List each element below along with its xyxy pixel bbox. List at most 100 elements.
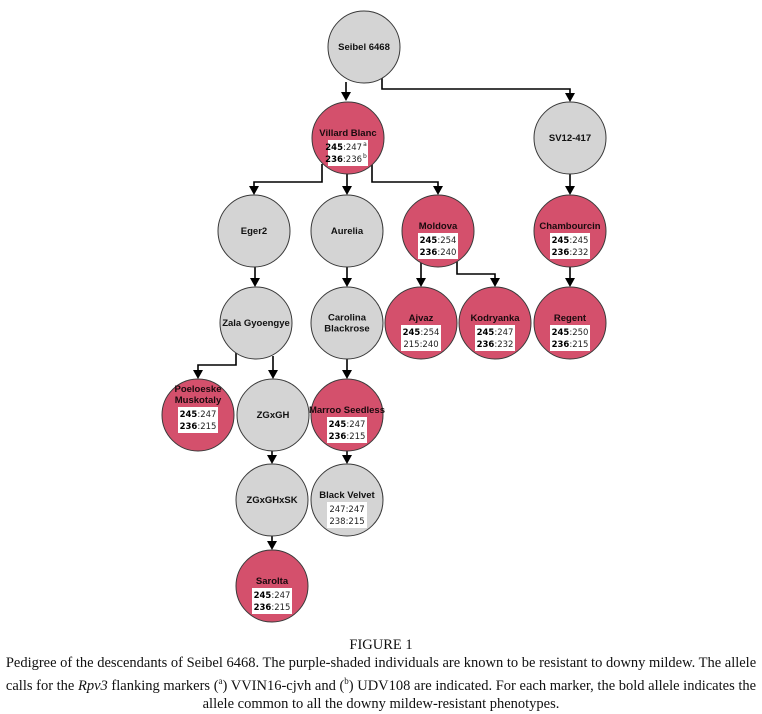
- edge-zala-to-zgxgh: [268, 356, 278, 379]
- allele-call: 247:247: [329, 505, 364, 515]
- bold-allele: 245: [420, 236, 438, 246]
- allele-call: 245:254: [403, 328, 440, 338]
- figure-description: Pedigree of the descendants of Seibel 64…: [0, 654, 762, 713]
- allele-call: 245:245: [552, 236, 589, 246]
- bold-allele: 236: [552, 340, 570, 350]
- allele-rest: :232: [569, 248, 588, 258]
- edge-carolina-to-marroo: [342, 359, 352, 379]
- node-name: Marroo Seedless: [309, 405, 385, 416]
- arrow-down-icon: [250, 278, 260, 287]
- bold-allele: 245: [180, 410, 198, 420]
- node-name: SV12-417: [549, 133, 591, 144]
- edge-villard-to-eger2: [249, 164, 323, 195]
- allele-box: [418, 233, 458, 259]
- edge-line: [381, 78, 571, 95]
- arrow-down-icon: [342, 455, 352, 464]
- edges-layer: [193, 78, 575, 550]
- allele-call: 245:254: [420, 236, 457, 246]
- bold-allele: 245: [254, 591, 272, 601]
- edge-line: [371, 164, 439, 188]
- arrow-down-icon: [249, 186, 259, 195]
- node-name: ZGxGHxSK: [246, 495, 297, 506]
- node-name: Ajvaz: [409, 313, 434, 324]
- edge-line: [197, 353, 237, 372]
- allele-rest: :215: [197, 422, 216, 432]
- node-regent: Regent 245:250 236:215: [533, 286, 607, 360]
- allele-rest: :254: [420, 328, 439, 338]
- allele-box: [327, 502, 367, 528]
- allele-call: 245:250: [552, 328, 589, 338]
- allele-call: 236:236b: [325, 153, 367, 165]
- edge-line: [456, 259, 496, 280]
- arrow-down-icon: [267, 455, 277, 464]
- allele-call: 236:215: [552, 340, 589, 350]
- bold-allele: 245: [403, 328, 421, 338]
- node-name: Chambourcin: [539, 221, 600, 232]
- node-seibel: Seibel 6468: [327, 10, 401, 84]
- allele-rest: 215:240: [403, 340, 438, 350]
- bold-allele: 236: [329, 432, 347, 442]
- edge-zala-to-poeloeske: [193, 353, 237, 379]
- arrow-down-icon: [433, 186, 443, 195]
- allele-call: 236:232: [552, 248, 589, 258]
- allele-rest: :240: [437, 248, 456, 258]
- edge-marroo-to-blackvelvet: [342, 451, 352, 464]
- allele-rest: :232: [494, 340, 513, 350]
- allele-rest: :215: [271, 603, 290, 613]
- allele-box: [252, 588, 292, 614]
- node-circle: [310, 286, 384, 360]
- node-zala: Zala Gyoengye: [219, 286, 293, 360]
- bold-allele: 236: [325, 155, 343, 165]
- node-eger2: Eger2: [217, 194, 291, 268]
- allele-box: [178, 407, 218, 433]
- allele-rest: :247: [343, 143, 362, 153]
- node-circle: [235, 463, 309, 537]
- edge-villard-to-aurelia: [342, 174, 352, 195]
- bold-allele: 236: [180, 422, 198, 432]
- arrow-down-icon: [341, 92, 351, 101]
- arrow-down-icon: [416, 278, 426, 287]
- caption-text-4: ) UDV108 are indicated. For each marker,…: [202, 677, 757, 712]
- node-name: Regent: [554, 313, 587, 324]
- allele-rest: :215: [569, 340, 588, 350]
- node-name: ZGxGH: [257, 410, 290, 421]
- allele-call: 245:247: [180, 410, 217, 420]
- node-circle: [219, 286, 293, 360]
- allele-call: 236:232: [477, 340, 514, 350]
- allele-call: 245:247: [329, 420, 366, 430]
- allele-call: 215:240: [403, 340, 438, 350]
- bold-allele: 245: [325, 143, 343, 153]
- caption-sup-b: b: [344, 676, 349, 686]
- allele-call: 236:215: [254, 603, 291, 613]
- node-name: Eger2: [241, 226, 267, 237]
- bold-allele: 236: [552, 248, 570, 258]
- bold-allele: 245: [329, 420, 347, 430]
- edge-zgxghxsk-to-sarolta: [267, 536, 277, 550]
- node-name: Aurelia: [331, 226, 364, 237]
- node-circle: [533, 101, 607, 175]
- node-name: Seibel 6468: [338, 42, 390, 53]
- allele-rest: :236: [343, 155, 362, 165]
- arrow-down-icon: [565, 186, 575, 195]
- edge-moldova-to-kodryanka: [456, 259, 500, 287]
- allele-call: 245:247a: [325, 141, 367, 153]
- arrow-down-icon: [342, 370, 352, 379]
- bold-allele: 245: [552, 328, 570, 338]
- edge-chambourcin-to-regent: [565, 267, 575, 287]
- allele-box: [475, 325, 515, 351]
- bold-allele: 236: [254, 603, 272, 613]
- arrow-down-icon: [342, 186, 352, 195]
- allele-rest: :254: [437, 236, 456, 246]
- node-ajvaz: Ajvaz 245:254 215:240: [384, 286, 458, 360]
- allele-rest: :245: [569, 236, 588, 246]
- edge-sv12-to-chambourcin: [565, 174, 575, 195]
- bold-allele: 245: [552, 236, 570, 246]
- node-circle: [236, 378, 310, 452]
- allele-marker-superscript: a: [363, 141, 367, 148]
- arrow-down-icon: [268, 370, 278, 379]
